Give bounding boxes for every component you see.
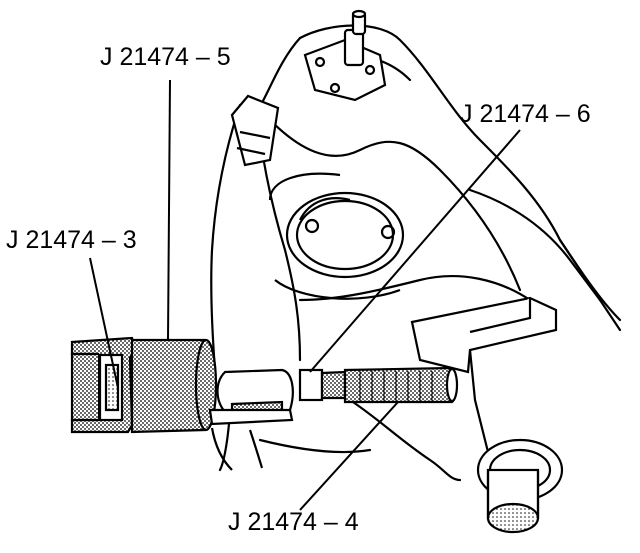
leader-part6 xyxy=(309,129,521,373)
center-opening xyxy=(268,172,405,300)
lower-tube xyxy=(210,427,264,471)
callout-j21474-6: J 21474 – 6 xyxy=(460,100,591,128)
callout-j21474-5: J 21474 – 5 xyxy=(100,43,231,71)
callout-j21474-4: J 21474 – 4 xyxy=(228,508,359,536)
callout-j21474-3: J 21474 – 3 xyxy=(6,226,137,254)
threaded-rod xyxy=(343,366,459,404)
leader-lines xyxy=(89,79,521,511)
leader-part5 xyxy=(167,79,171,341)
upper-bushing xyxy=(230,94,280,167)
ball-joint-stud xyxy=(303,9,387,102)
right-bushing-block xyxy=(410,296,564,534)
spacer-sleeve xyxy=(298,368,347,402)
leader-part4 xyxy=(299,401,399,511)
press-cylinder xyxy=(130,338,218,434)
leader-part3 xyxy=(89,257,119,389)
receiver-cup xyxy=(70,336,137,434)
clamp-collar xyxy=(208,368,294,426)
